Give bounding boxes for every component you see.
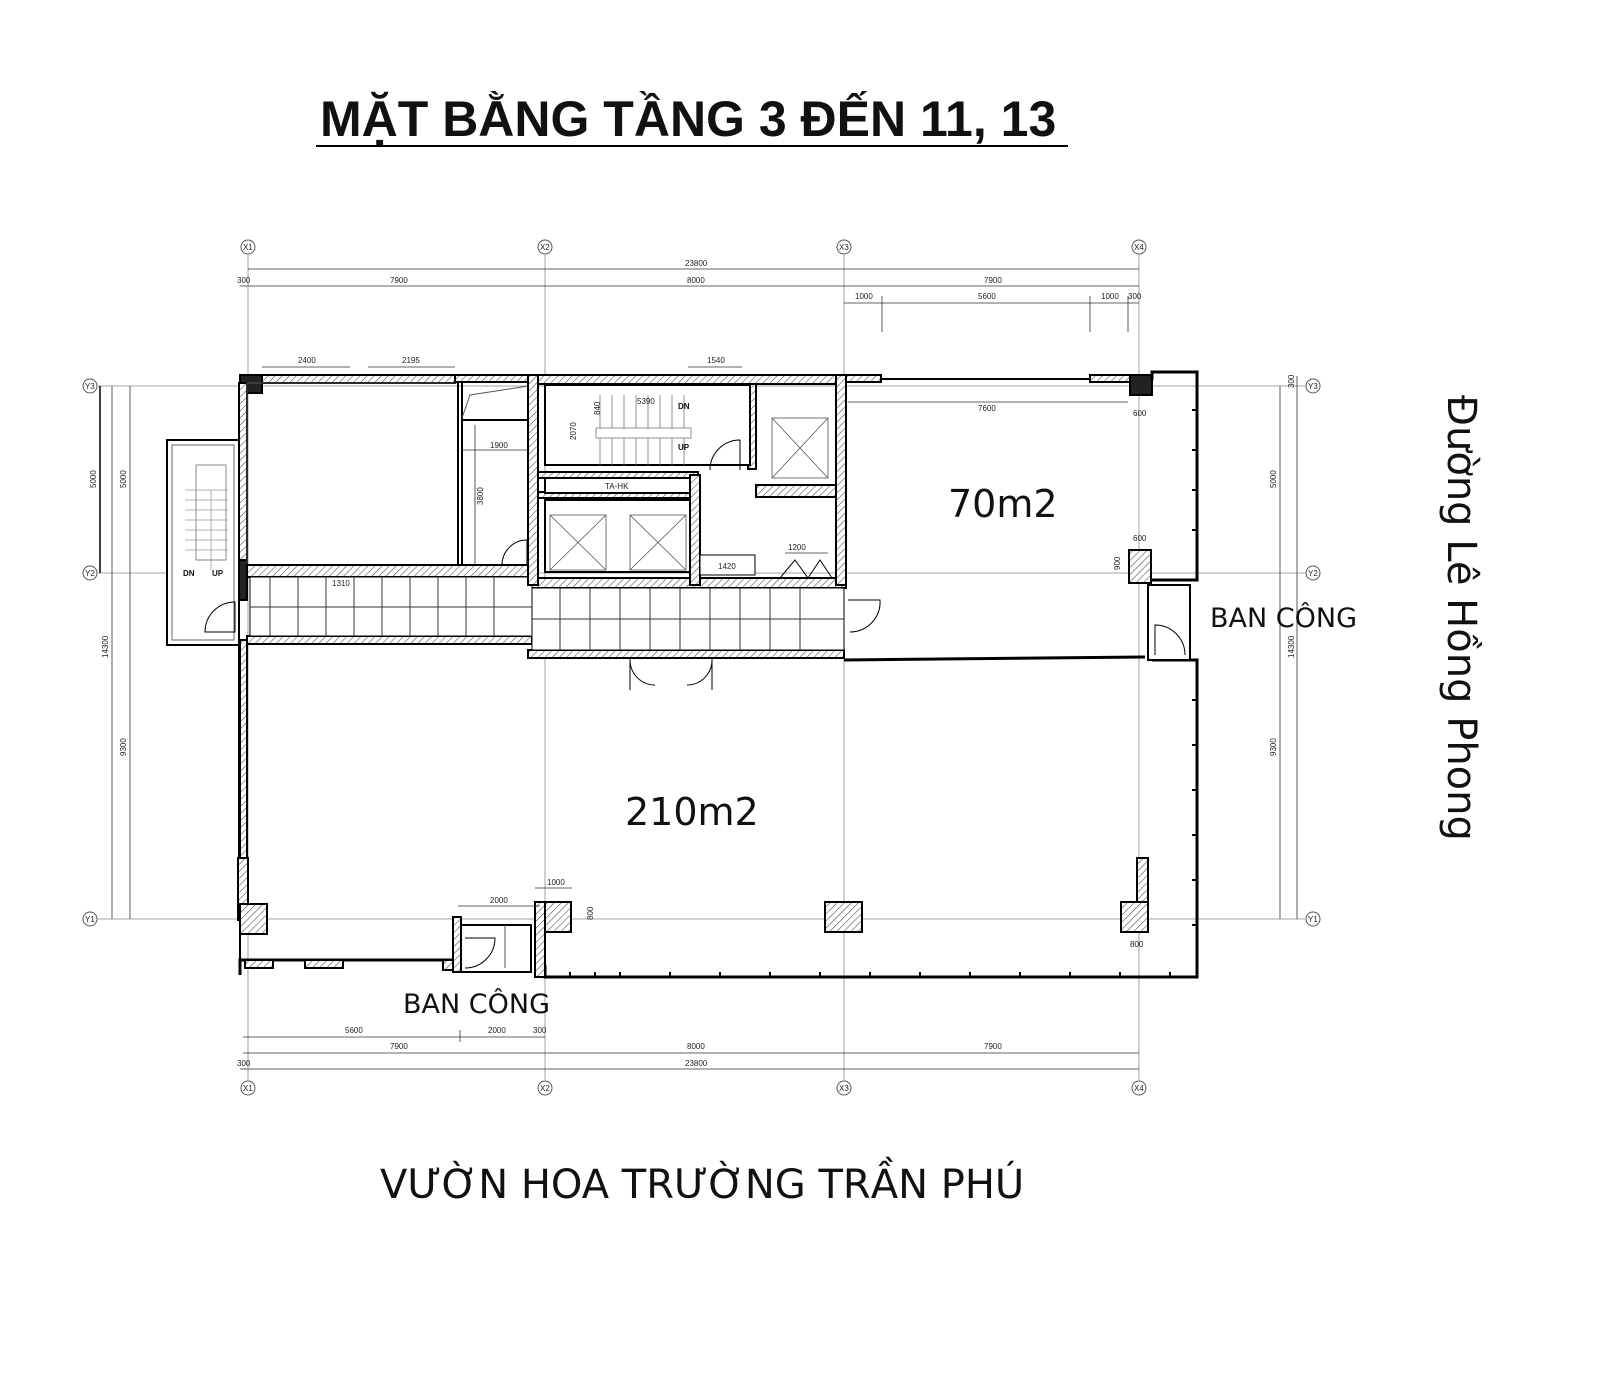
top-dimensions: 23800 300 7900 8000 7900 1000 5600 1000 … bbox=[237, 259, 1142, 332]
dimension-label: 23800 bbox=[685, 1059, 708, 1068]
dimension-label: 800 bbox=[1130, 940, 1144, 949]
dimension-label: 7900 bbox=[984, 276, 1002, 285]
dimension-label: 300 bbox=[533, 1026, 547, 1035]
corridor: 1310 bbox=[246, 564, 881, 690]
left-dimensions: 5000 5000 14300 9300 bbox=[89, 386, 131, 919]
area-label-210: 210m2 bbox=[625, 790, 759, 834]
right-dimensions: 300 5000 14300 9300 bbox=[1269, 374, 1298, 919]
dimension-label: 1310 bbox=[332, 579, 350, 588]
area-label-70: 70m2 bbox=[948, 482, 1058, 526]
dimension-label: 1540 bbox=[707, 356, 725, 365]
dimension-label: 300 bbox=[237, 276, 251, 285]
dimension-label: 300 bbox=[237, 1059, 251, 1068]
grid-label-y1-right: Y1 bbox=[1308, 915, 1318, 924]
dimension-label: 7600 bbox=[978, 404, 996, 413]
dimension-label: 9300 bbox=[1269, 738, 1278, 756]
dimension-label: 840 bbox=[593, 401, 602, 415]
dimension-label: 5600 bbox=[978, 292, 996, 301]
dimension-label: 23800 bbox=[685, 259, 708, 268]
core-stair-dn: DN bbox=[678, 402, 690, 411]
grid-label-x2-bottom: X2 bbox=[540, 1084, 550, 1093]
dimension-label: 800 bbox=[586, 906, 595, 920]
dimension-label: 1000 bbox=[855, 292, 873, 301]
dimension-label: 5390 bbox=[637, 397, 655, 406]
grid-label-x1-bottom: X1 bbox=[243, 1084, 253, 1093]
grid-label-y2: Y2 bbox=[85, 569, 95, 578]
balcony-label-bottom: BAN CÔNG bbox=[403, 988, 550, 1020]
grid-label-x2: X2 bbox=[540, 243, 550, 252]
bottom-dimensions: 5600 2000 300 7900 8000 7900 300 23800 bbox=[237, 1026, 1139, 1070]
grid-bubbles: X1 X2 X3 X4 X1 X2 X3 X4 Y3 Y2 Y1 Y3 Y2 Y… bbox=[82, 239, 1321, 1096]
left-stair: DN UP bbox=[166, 439, 248, 646]
plan-title: MẶT BẰNG TẦNG 3 ĐẾN 11, 13 bbox=[320, 91, 1056, 147]
dimension-label: 5600 bbox=[345, 1026, 363, 1035]
street-label-right: Đường Lê Hồng Phong bbox=[1438, 395, 1484, 841]
core: 5390 840 2070 DN UP 1540 TA-HK 1420 1200 bbox=[527, 356, 847, 586]
dimension-label: 7900 bbox=[390, 1042, 408, 1051]
dimension-label: 600 bbox=[1133, 534, 1147, 543]
column bbox=[239, 903, 268, 935]
bottom-balcony-structure: 2000 1000 800 bbox=[452, 878, 595, 973]
dimension-label: 8000 bbox=[687, 276, 705, 285]
grid-label-x4: X4 bbox=[1134, 243, 1144, 252]
grid-label-x1: X1 bbox=[243, 243, 253, 252]
dimension-label: 5000 bbox=[89, 470, 98, 488]
grid-label-x3: X3 bbox=[839, 243, 849, 252]
grid-label-y3-right: Y3 bbox=[1308, 382, 1318, 391]
door-swing-icon bbox=[204, 601, 236, 633]
dimension-label: 7900 bbox=[390, 276, 408, 285]
left-room: 1900 3800 2400 2195 bbox=[246, 356, 536, 574]
dimension-label: 14300 bbox=[1287, 635, 1296, 658]
column bbox=[824, 901, 863, 933]
dimension-label: 8000 bbox=[687, 1042, 705, 1051]
balcony-label-right: BAN CÔNG bbox=[1210, 602, 1357, 634]
grid-label-y1: Y1 bbox=[85, 915, 95, 924]
dimension-label: 9300 bbox=[119, 738, 128, 756]
dimension-label: 1200 bbox=[788, 543, 806, 552]
dimension-label: 1000 bbox=[547, 878, 565, 887]
dimension-label: 5000 bbox=[1269, 470, 1278, 488]
dimension-label: 600 bbox=[1133, 409, 1147, 418]
dimension-label: 1420 bbox=[718, 562, 736, 571]
dimension-label: 1000 bbox=[1101, 292, 1119, 301]
dimension-label: 7900 bbox=[984, 1042, 1002, 1051]
dimension-label: 300 bbox=[1128, 292, 1142, 301]
dimension-label: 900 bbox=[1113, 556, 1122, 570]
dimension-label: 2000 bbox=[488, 1026, 506, 1035]
room-70-dimensions: 7600 600 600 900 800 bbox=[848, 401, 1191, 949]
grid-label-y2-right: Y2 bbox=[1308, 569, 1318, 578]
column bbox=[1128, 549, 1152, 584]
core-stair-up: UP bbox=[678, 443, 690, 452]
dimension-label: 300 bbox=[1287, 374, 1296, 388]
street-label-bottom: VƯỜN HOA TRƯỜNG TRẦN PHÚ bbox=[380, 1156, 1024, 1208]
dimension-label: 2195 bbox=[402, 356, 420, 365]
column bbox=[1120, 901, 1149, 933]
dimension-label: 2070 bbox=[569, 422, 578, 440]
dimension-label: 3800 bbox=[476, 487, 485, 505]
stair-dn-label: DN bbox=[183, 569, 195, 578]
dimension-label: 5000 bbox=[119, 470, 128, 488]
grid-label-y3: Y3 bbox=[85, 382, 95, 391]
dimension-label: 14300 bbox=[101, 635, 110, 658]
dimension-label: 1900 bbox=[490, 441, 508, 450]
stair-up-label: UP bbox=[212, 569, 224, 578]
tank-label: TA-HK bbox=[605, 482, 629, 491]
dimension-label: 2000 bbox=[490, 896, 508, 905]
elevator-icon bbox=[549, 417, 829, 571]
dimension-label: 2400 bbox=[298, 356, 316, 365]
grid-label-x3-bottom: X3 bbox=[839, 1084, 849, 1093]
grid-label-x4-bottom: X4 bbox=[1134, 1084, 1144, 1093]
